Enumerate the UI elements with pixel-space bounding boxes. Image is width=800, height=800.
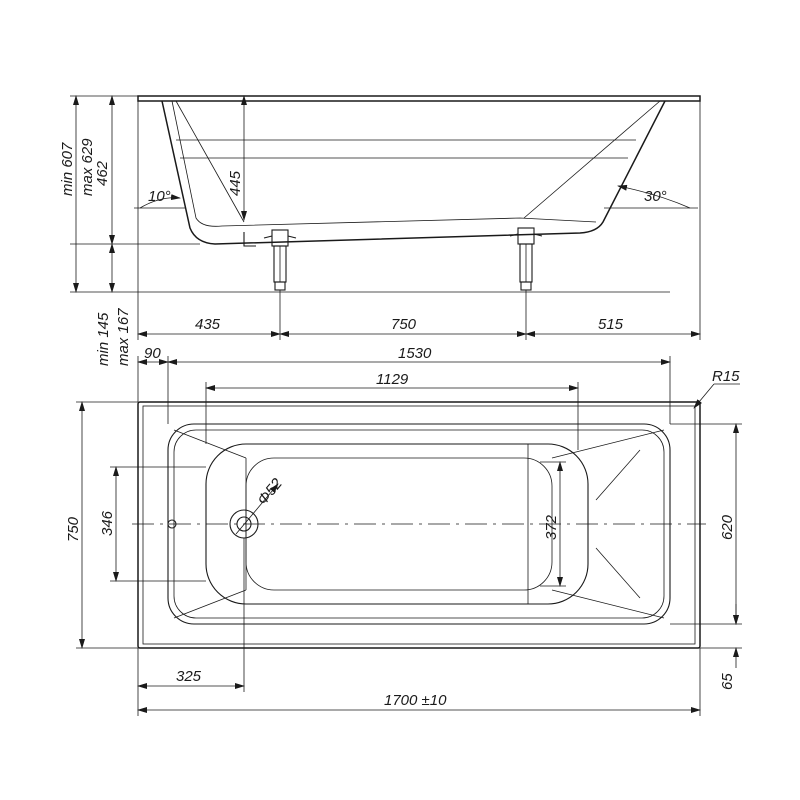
label-inner-depth: 445 <box>227 170 244 196</box>
side-tub-body <box>161 100 666 245</box>
label-right-angle: 30° <box>644 188 667 205</box>
label-total-height-min: min 607 <box>59 142 76 196</box>
right-leg <box>509 227 543 291</box>
label-bottom-length: 1129 <box>376 371 409 388</box>
label-bottom-width: 372 <box>543 514 560 540</box>
side-drain <box>243 232 256 247</box>
label-rim-bottom: 65 <box>719 673 736 690</box>
side-rim <box>137 95 701 102</box>
label-left-angle: 10° <box>148 188 171 205</box>
label-leg-spacing: 750 <box>391 316 417 333</box>
top-outer-rim <box>137 401 701 649</box>
top-rim-inner-edge <box>142 405 696 645</box>
label-total-height-max: max 629 <box>79 138 96 196</box>
label-overflow-spacing: 346 <box>99 510 116 536</box>
label-inner-length: 1530 <box>398 345 432 362</box>
label-leg-height-max: max 167 <box>115 308 132 366</box>
label-corner-radius: R15 <box>712 368 740 385</box>
label-total-length: 1700 ±10 <box>384 692 447 709</box>
label-rim-left: 90 <box>144 345 161 362</box>
label-leg-height-min: min 145 <box>95 312 112 366</box>
label-drain-diameter: Φ52 <box>254 475 286 509</box>
label-left-offset: 435 <box>195 316 221 333</box>
side-view: min 607 max 629 462 min 145 max 167 445 … <box>59 95 701 366</box>
label-total-width: 750 <box>65 516 82 542</box>
label-drain-offset: 325 <box>176 668 202 685</box>
dim-drain-diameter <box>235 483 279 535</box>
side-inner-contour <box>171 100 597 227</box>
angle-left-arc <box>139 194 181 209</box>
label-right-offset: 515 <box>598 316 624 333</box>
angle-right-arc <box>617 184 691 209</box>
label-inner-width: 620 <box>719 514 736 540</box>
left-leg <box>263 229 297 291</box>
dim-corner-radius <box>693 383 715 409</box>
label-body-height: 462 <box>94 160 111 186</box>
side-slope-line <box>523 100 661 219</box>
top-view: Φ52 90 1530 1129 R15 750 346 372 <box>65 345 742 716</box>
side-back-line <box>175 100 245 223</box>
